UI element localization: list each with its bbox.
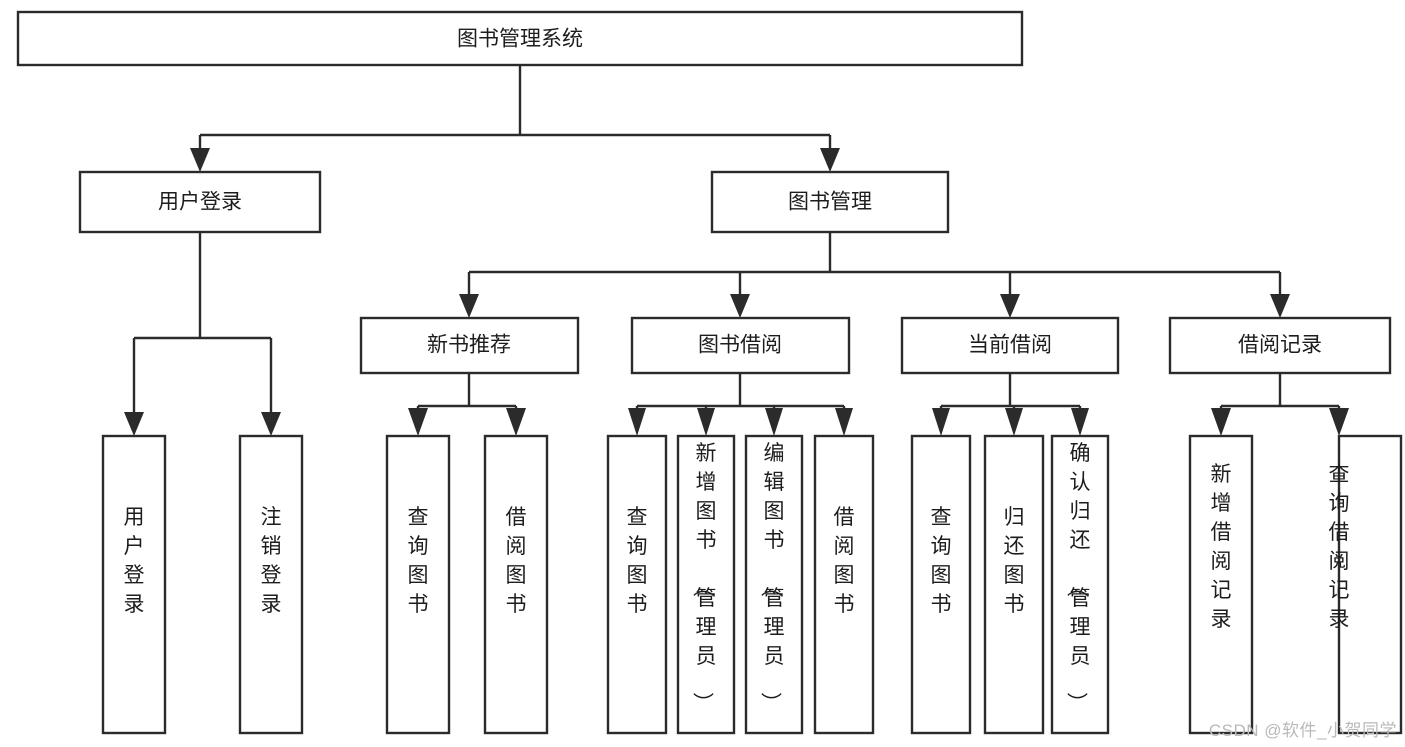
node-recommend-borrow-book-label: 借阅图书 xyxy=(506,506,527,616)
node-new-book-recommend-box[interactable] xyxy=(359,316,580,375)
node-record-query[interactable]: 查询借阅记录 xyxy=(1329,434,1403,735)
node-borrow-record-box[interactable] xyxy=(1168,316,1392,375)
node-book-manage-label: 图书管理 xyxy=(788,191,872,214)
arrow-to-book-manage xyxy=(820,148,840,172)
arrowhead-layer xyxy=(124,148,1349,436)
node-borrow-add-book-label: 新增图书（管理员） xyxy=(691,442,717,713)
arrow-to-user-logout xyxy=(261,412,281,436)
arrow-to-recommend-query-book xyxy=(408,408,428,436)
node-current-borrow[interactable]: 当前借阅 xyxy=(900,316,1120,375)
node-user-login-label: 用户登录 xyxy=(158,191,242,214)
node-root-box[interactable] xyxy=(16,10,1024,67)
node-current-query-book[interactable]: 查询图书 xyxy=(910,434,972,735)
node-recommend-query-book-label: 查询图书 xyxy=(408,506,429,616)
node-record-query-label: 查询借阅记录 xyxy=(1329,463,1350,631)
node-book-manage[interactable]: 图书管理 xyxy=(710,170,950,234)
node-root-label: 图书管理系统 xyxy=(457,28,583,51)
node-borrow-query-book[interactable]: 查询图书 xyxy=(606,434,668,735)
node-user-logout[interactable]: 注销登录 xyxy=(238,434,304,735)
node-current-query-book-box[interactable] xyxy=(910,434,972,735)
node-borrow-edit-book-label: 编辑图书（管理员） xyxy=(759,442,785,713)
node-borrow-query-book-box[interactable] xyxy=(606,434,668,735)
arrow-to-user-login xyxy=(190,148,210,172)
node-user-login-do-box[interactable] xyxy=(101,434,167,735)
node-user-logout-label: 注销登录 xyxy=(261,506,282,616)
node-root[interactable]: 图书管理系统 xyxy=(16,10,1024,67)
node-book-borrow-box[interactable] xyxy=(630,316,851,375)
arrow-to-current-query-book xyxy=(932,408,950,436)
node-user-login-do[interactable]: 用户登录 xyxy=(101,434,167,735)
arrow-to-borrow-query-book xyxy=(628,408,646,436)
node-recommend-query-book-box[interactable] xyxy=(385,434,451,735)
node-borrow-record[interactable]: 借阅记录 xyxy=(1168,316,1392,375)
node-current-borrow-label: 当前借阅 xyxy=(968,334,1052,357)
node-record-add-label: 新增借阅记录 xyxy=(1211,463,1232,631)
node-current-confirm-return-box[interactable] xyxy=(1050,434,1110,735)
node-user-login-box[interactable] xyxy=(78,170,322,234)
node-current-return-book[interactable]: 归还图书 xyxy=(983,434,1045,735)
node-new-book-recommend[interactable]: 新书推荐 xyxy=(359,316,580,375)
node-borrow-borrow-book[interactable]: 借阅图书 xyxy=(813,434,875,735)
node-recommend-borrow-book-box[interactable] xyxy=(483,434,549,735)
node-recommend-borrow-book[interactable]: 借阅图书 xyxy=(483,434,549,735)
node-book-borrow[interactable]: 图书借阅 xyxy=(630,316,851,375)
node-current-borrow-box[interactable] xyxy=(900,316,1120,375)
arrow-to-current-confirm-return xyxy=(1071,408,1089,436)
node-record-query-box[interactable] xyxy=(1337,434,1403,735)
node-borrow-add-book[interactable]: 新增图书（管理员） xyxy=(676,434,736,735)
node-borrow-borrow-book-box[interactable] xyxy=(813,434,875,735)
node-user-logout-box[interactable] xyxy=(238,434,304,735)
node-current-confirm-return[interactable]: 确认归还（管理员） xyxy=(1050,434,1110,735)
node-book-borrow-label: 图书借阅 xyxy=(698,334,782,357)
arrow-to-user-login-do xyxy=(124,412,144,436)
node-borrow-edit-book-box[interactable] xyxy=(744,434,804,735)
arrow-to-current-borrow xyxy=(1000,294,1020,318)
arrow-to-book-borrow xyxy=(730,294,750,318)
node-current-confirm-return-label: 确认归还（管理员） xyxy=(1065,442,1091,713)
arrow-to-record-add xyxy=(1211,408,1231,436)
arrow-to-borrow-borrow-book xyxy=(835,408,853,436)
node-borrow-edit-book[interactable]: 编辑图书（管理员） xyxy=(744,434,804,735)
arrow-to-borrow-add-book xyxy=(697,408,715,436)
node-user-login[interactable]: 用户登录 xyxy=(78,170,322,234)
node-current-return-book-label: 归还图书 xyxy=(1004,506,1025,616)
arrow-to-current-return-book xyxy=(1005,408,1023,436)
node-borrow-record-label: 借阅记录 xyxy=(1238,334,1322,357)
arrow-to-borrow-edit-book xyxy=(765,408,783,436)
arrow-to-borrow-record xyxy=(1270,294,1290,318)
arrow-to-new-book-recommend xyxy=(459,294,479,318)
node-borrow-add-book-box[interactable] xyxy=(676,434,736,735)
node-record-add[interactable]: 新增借阅记录 xyxy=(1188,434,1254,735)
node-borrow-borrow-book-label: 借阅图书 xyxy=(834,506,855,616)
node-record-add-box[interactable] xyxy=(1188,434,1254,735)
node-borrow-query-book-label: 查询图书 xyxy=(627,506,648,616)
node-book-manage-box[interactable] xyxy=(710,170,950,234)
node-layer: 图书管理系统 用户登录 图书管理 新书推荐 图书借阅 xyxy=(16,10,1403,735)
node-new-book-recommend-label: 新书推荐 xyxy=(427,334,511,357)
node-current-query-book-label: 查询图书 xyxy=(931,506,952,616)
arrow-to-recommend-borrow-book xyxy=(506,408,526,436)
node-user-login-do-label: 用户登录 xyxy=(124,506,145,616)
node-current-return-book-box[interactable] xyxy=(983,434,1045,735)
node-recommend-query-book[interactable]: 查询图书 xyxy=(385,434,451,735)
arrow-to-record-query xyxy=(1329,408,1349,436)
